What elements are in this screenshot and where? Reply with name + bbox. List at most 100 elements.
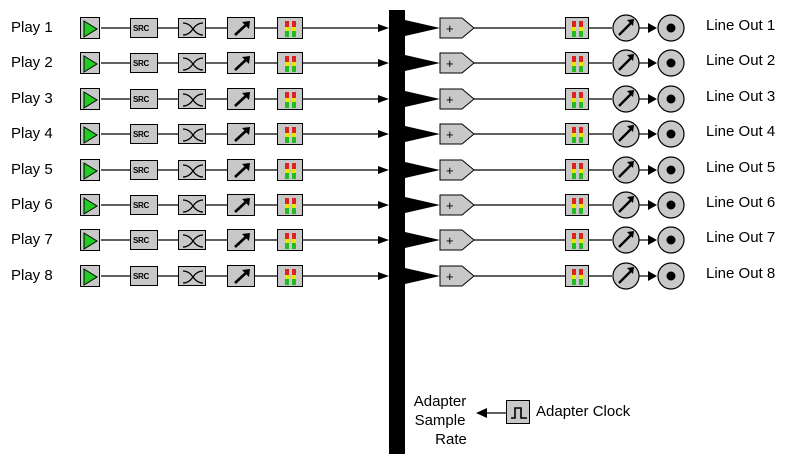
gain-arrow-icon	[234, 233, 250, 248]
gain-module-1[interactable]	[227, 17, 255, 39]
src-label: SRC	[133, 201, 149, 210]
mixer-plus-symbol: +	[446, 198, 454, 213]
crossover-module-7[interactable]	[178, 230, 206, 250]
src-label: SRC	[133, 166, 149, 175]
knob-pointer	[618, 234, 632, 248]
knob-pointer-head	[627, 231, 634, 238]
play-button-3[interactable]	[80, 88, 100, 110]
adapter-clock-label: Adapter Clock	[536, 403, 631, 420]
output-meter-8[interactable]	[565, 265, 589, 287]
play-button-1[interactable]	[80, 17, 100, 39]
gain-module-3[interactable]	[227, 88, 255, 110]
input-meter-7[interactable]	[277, 229, 303, 251]
bus-output-arrow	[405, 20, 440, 36]
input-label-7: Play 7	[11, 231, 53, 248]
adapter-sample-rate-label: Adapter Sample Rate	[408, 392, 472, 449]
play-button-7[interactable]	[80, 229, 100, 251]
output-arrow	[648, 129, 657, 139]
crossover-module-1[interactable]	[178, 18, 206, 38]
output-meter-7[interactable]	[565, 229, 589, 251]
gain-module-6[interactable]	[227, 194, 255, 216]
output-label-1: Line Out 1	[706, 17, 776, 34]
output-meter-6[interactable]	[565, 194, 589, 216]
output-label-3: Line Out 3	[706, 88, 776, 105]
input-meter-6[interactable]	[277, 194, 303, 216]
src-label: SRC	[133, 236, 149, 245]
knob-pointer-head	[627, 196, 634, 203]
output-meter-1[interactable]	[565, 17, 589, 39]
input-meter-8[interactable]	[277, 265, 303, 287]
knob-pointer	[618, 199, 632, 213]
crossover-module-3[interactable]	[178, 89, 206, 109]
rate-line-3: Rate	[435, 431, 467, 448]
gain-arrow-icon	[234, 127, 250, 142]
output-arrow	[648, 235, 657, 245]
gain-module-5[interactable]	[227, 159, 255, 181]
gain-arrow-icon	[234, 269, 250, 284]
input-meter-1[interactable]	[277, 17, 303, 39]
level-meter-icon	[285, 56, 296, 72]
play-button-4[interactable]	[80, 123, 100, 145]
mixer-node[interactable]	[439, 17, 475, 39]
play-button-6[interactable]	[80, 194, 100, 216]
output-meter-4[interactable]	[565, 123, 589, 145]
mixer-node[interactable]	[439, 159, 475, 181]
level-meter-icon	[572, 92, 583, 108]
bus-output-arrow	[405, 197, 440, 213]
gain-module-2[interactable]	[227, 52, 255, 74]
knob-pointer-head	[627, 267, 634, 274]
bus-input-arrow	[378, 272, 389, 280]
src-module-5[interactable]: SRC	[130, 160, 158, 180]
src-module-2[interactable]: SRC	[130, 53, 158, 73]
src-module-3[interactable]: SRC	[130, 89, 158, 109]
mixer-node[interactable]	[439, 52, 475, 74]
input-meter-4[interactable]	[277, 123, 303, 145]
crossover-module-5[interactable]	[178, 160, 206, 180]
play-button-2[interactable]	[80, 52, 100, 74]
crossover-module-6[interactable]	[178, 195, 206, 215]
input-label-4: Play 4	[11, 125, 53, 142]
mixer-node[interactable]	[439, 229, 475, 251]
input-meter-5[interactable]	[277, 159, 303, 181]
output-label-6: Line Out 6	[706, 194, 776, 211]
mixer-node[interactable]	[439, 88, 475, 110]
level-meter-icon	[572, 163, 583, 179]
crossover-module-4[interactable]	[178, 124, 206, 144]
level-meter-icon	[285, 92, 296, 108]
gain-module-4[interactable]	[227, 123, 255, 145]
mixer-node[interactable]	[439, 265, 475, 287]
src-module-6[interactable]: SRC	[130, 195, 158, 215]
input-meter-2[interactable]	[277, 52, 303, 74]
src-module-7[interactable]: SRC	[130, 230, 158, 250]
src-module-8[interactable]: SRC	[130, 266, 158, 286]
output-meter-5[interactable]	[565, 159, 589, 181]
level-meter-icon	[285, 21, 296, 37]
output-meter-3[interactable]	[565, 88, 589, 110]
knob-pointer	[618, 128, 632, 142]
crossover-module-2[interactable]	[178, 53, 206, 73]
gain-module-8[interactable]	[227, 265, 255, 287]
crossover-module-8[interactable]	[178, 266, 206, 286]
bus-input-arrow	[378, 95, 389, 103]
bus-output-arrow	[405, 268, 440, 284]
play-button-5[interactable]	[80, 159, 100, 181]
input-label-2: Play 2	[11, 54, 53, 71]
mixer-plus-symbol: +	[446, 163, 454, 178]
mixer-node[interactable]	[439, 123, 475, 145]
src-module-1[interactable]: SRC	[130, 18, 158, 38]
output-arrow	[648, 58, 657, 68]
input-meter-3[interactable]	[277, 88, 303, 110]
src-module-4[interactable]: SRC	[130, 124, 158, 144]
src-label: SRC	[133, 59, 149, 68]
output-label-5: Line Out 5	[706, 159, 776, 176]
adapter-clock-module[interactable]	[506, 400, 530, 424]
input-label-3: Play 3	[11, 90, 53, 107]
src-label: SRC	[133, 130, 149, 139]
bus-input-arrow	[378, 166, 389, 174]
output-meter-2[interactable]	[565, 52, 589, 74]
gain-module-7[interactable]	[227, 229, 255, 251]
mixer-node[interactable]	[439, 194, 475, 216]
level-meter-icon	[285, 163, 296, 179]
play-button-8[interactable]	[80, 265, 100, 287]
crossover-icon	[182, 93, 204, 107]
